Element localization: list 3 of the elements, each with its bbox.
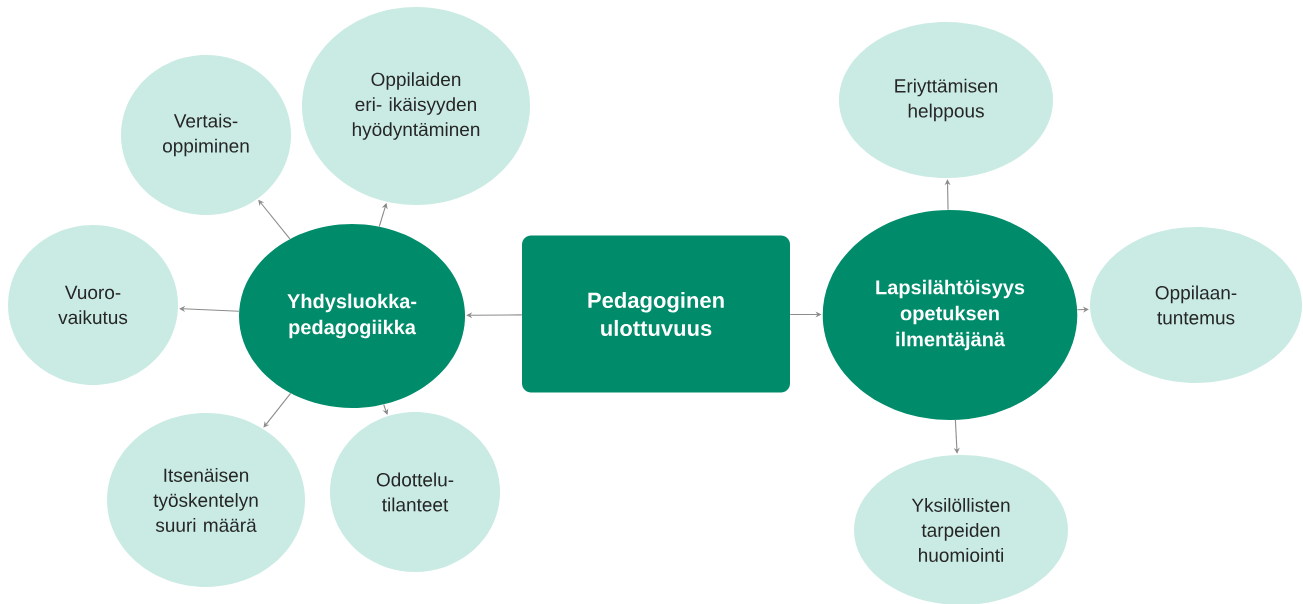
arrow [466,312,523,319]
arrow [263,392,292,428]
pedagogy-box: Pedagoginen ulottuvuus [522,235,790,393]
